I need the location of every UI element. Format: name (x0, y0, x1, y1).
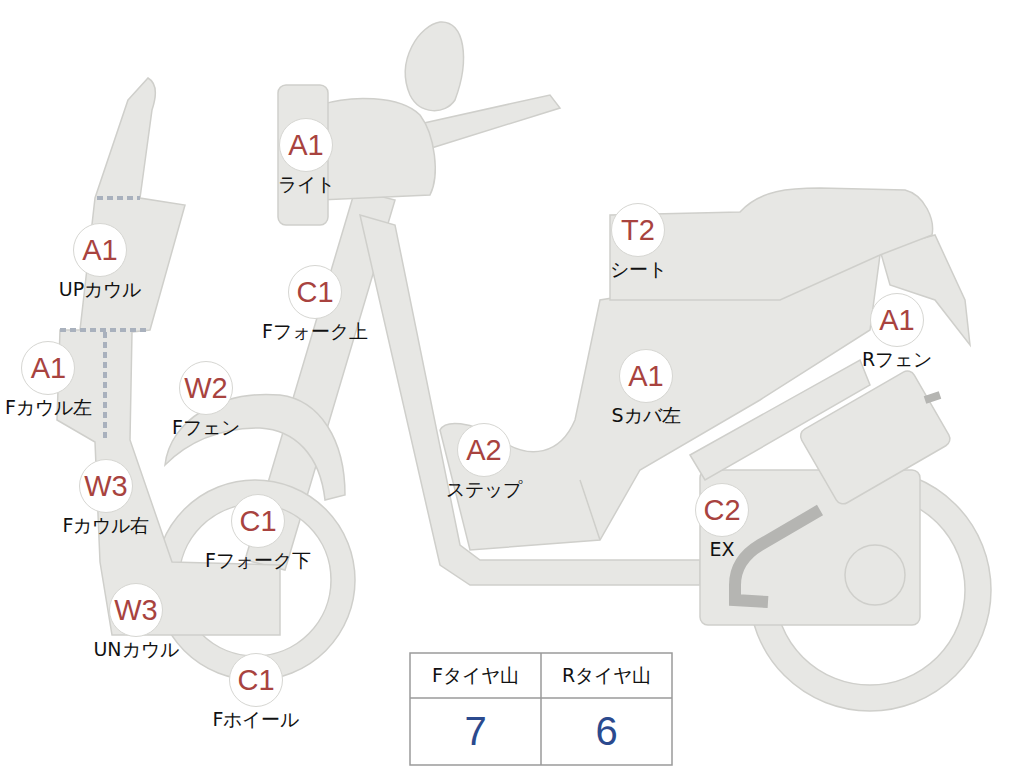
part-name: EX (707, 539, 736, 561)
seat (610, 188, 933, 300)
grade-code: C1 (288, 265, 342, 319)
handlebar (415, 95, 560, 150)
damage-callout: W3Fカウル右 (61, 459, 152, 537)
table-header: Rタイヤ山 (541, 653, 672, 698)
part-name: Sカバ左 (609, 405, 682, 427)
tread-depth-value: 7 (410, 698, 541, 765)
head-cover (320, 98, 435, 200)
damage-callout: A2ステップ (444, 423, 524, 501)
grade-code: W3 (109, 583, 163, 637)
grade-code: C1 (231, 494, 285, 548)
part-name: ライト (276, 174, 337, 196)
damage-callout: T2シート (608, 203, 669, 281)
part-name: ステップ (444, 479, 524, 501)
part-name: Rフェン (860, 349, 934, 371)
grade-code: A1 (73, 223, 127, 277)
part-name: Fホイール (211, 709, 302, 731)
tire-tread-table (410, 653, 672, 765)
damage-callout: C2EX (695, 483, 749, 561)
part-name: UNカウル (91, 639, 180, 661)
damage-callout: A1Rフェン (860, 293, 934, 371)
grade-code: C2 (695, 483, 749, 537)
damage-callout: C1Fフォーク上 (260, 265, 370, 343)
table-header: Fタイヤ山 (410, 653, 541, 698)
part-name: Fフォーク下 (203, 550, 313, 572)
grade-code: C1 (229, 653, 283, 707)
damage-callout: A1ライト (276, 118, 337, 196)
division-line (103, 332, 107, 440)
division-line (60, 328, 150, 332)
part-name: シート (608, 259, 669, 281)
part-name: UPカウル (57, 279, 143, 301)
table-frame (410, 653, 672, 765)
division-line (97, 196, 140, 200)
exhaust-pipe (735, 510, 820, 602)
damage-callout: A1Fカウル左 (3, 341, 94, 419)
rear-hub (845, 545, 905, 605)
cover-seam (580, 480, 600, 540)
scooter-body (57, 22, 991, 711)
tread-depth-value: 6 (541, 698, 672, 765)
damage-callout: C1Fフォーク下 (203, 494, 313, 572)
grade-code: A1 (619, 349, 673, 403)
mirror (405, 22, 463, 111)
grade-code: A1 (279, 118, 333, 172)
damage-callout: A1Sカバ左 (609, 349, 682, 427)
grade-code: A1 (870, 293, 924, 347)
table-rule (540, 653, 542, 765)
grade-code: W2 (179, 361, 233, 415)
grade-code: A2 (457, 423, 511, 477)
part-name: Fフェン (170, 417, 242, 439)
muffler (798, 368, 953, 507)
grade-code: T2 (611, 203, 665, 257)
part-name: Fフォーク上 (260, 321, 370, 343)
damage-callout: C1Fホイール (211, 653, 302, 731)
grade-code: W3 (79, 459, 133, 513)
damage-callout: A1UPカウル (57, 223, 143, 301)
damage-callout: W2Fフェン (170, 361, 242, 439)
muffler-tip (925, 395, 940, 400)
grade-code: A1 (21, 341, 75, 395)
part-name: Fカウル右 (61, 515, 152, 537)
damage-callout: W3UNカウル (91, 583, 180, 661)
part-name: Fカウル左 (3, 397, 94, 419)
